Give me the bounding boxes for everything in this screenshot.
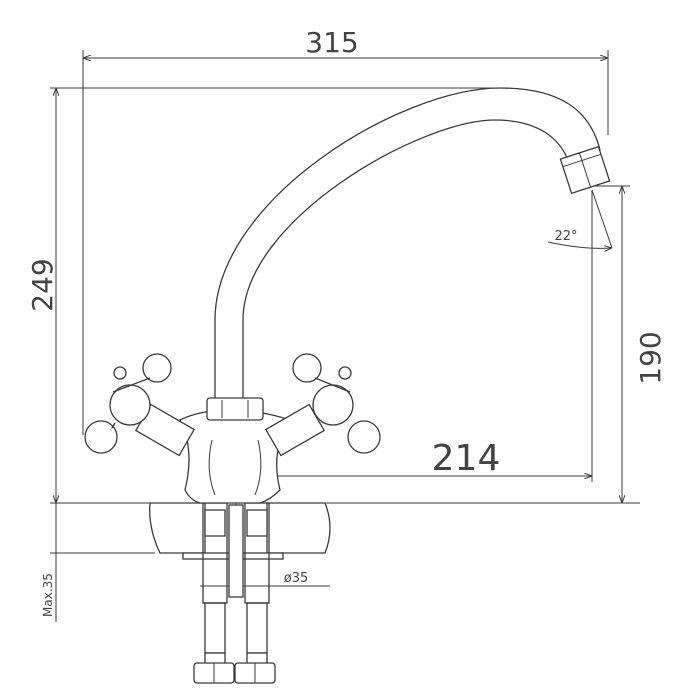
dimension-lines [50,50,640,622]
left-handle [84,353,196,457]
dim-max-thickness: Max.35 [41,573,55,617]
dim-spout-height: 190 [634,331,667,384]
right-handle [264,353,381,457]
dim-spout-reach: 214 [432,438,501,479]
faucet-body [179,397,292,504]
dim-overall-height: 249 [26,258,59,311]
dim-overall-width: 315 [305,26,358,59]
dim-hole-diameter: ø35 [284,571,309,586]
dim-spout-angle: 22° [554,229,577,244]
supply-hoses [193,502,276,684]
spout [214,87,611,400]
